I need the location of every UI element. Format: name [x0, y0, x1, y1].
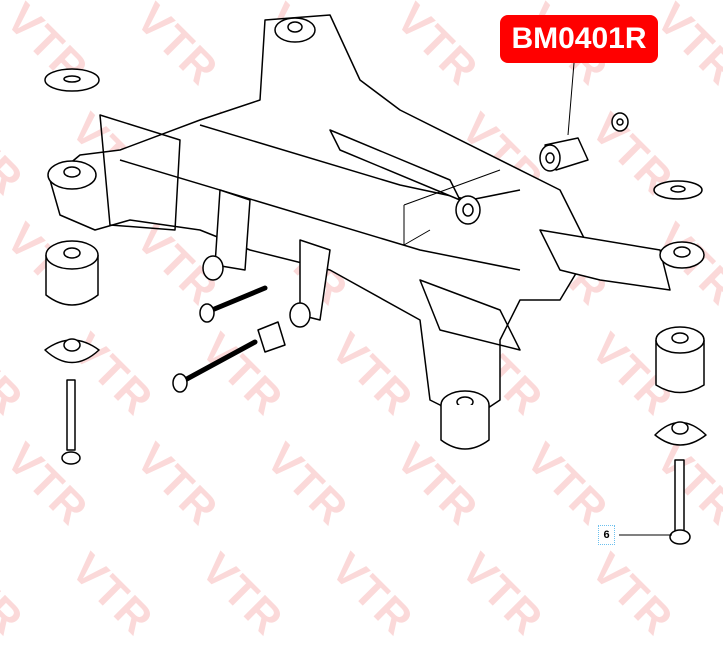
subframe-diagram	[44, 14, 707, 545]
watermark-text: VTR	[191, 544, 293, 646]
watermark-text: VTR	[61, 544, 163, 646]
watermark-text: VTR	[321, 544, 423, 646]
bolts	[172, 285, 286, 393]
watermark-text: VTR	[451, 544, 553, 646]
bm0401r-bushing	[539, 112, 629, 172]
part-number-label: BM0401R	[500, 15, 658, 63]
right-parts	[653, 180, 707, 545]
left-parts	[44, 68, 100, 465]
label-leader-line	[567, 62, 575, 136]
watermark-text: VTR	[0, 544, 33, 646]
leader-line	[403, 169, 501, 246]
watermark-text: VTR	[581, 544, 683, 646]
watermark-text: VTR	[711, 544, 723, 646]
callout-number: 6	[598, 525, 615, 545]
subframe-bushings	[47, 17, 705, 450]
subframe	[49, 14, 671, 421]
